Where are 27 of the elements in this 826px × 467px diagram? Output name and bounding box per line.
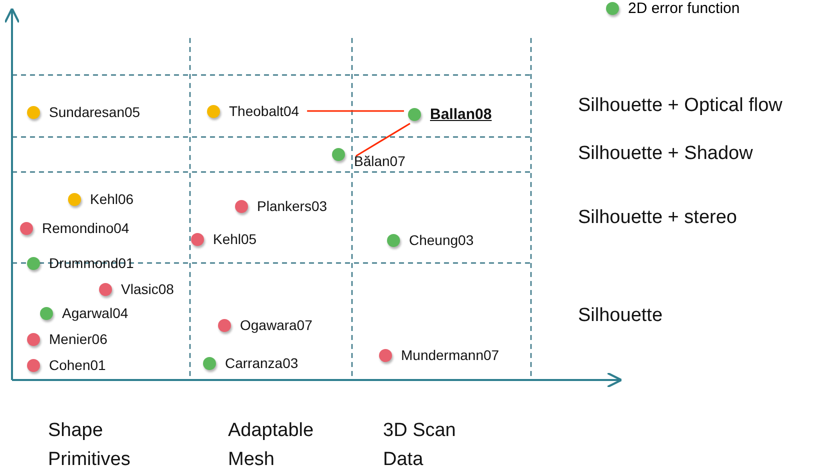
column-label: Shape Primitives [48,419,132,467]
point-label: Vlasic08 [121,281,174,297]
point-label: Agarwal04 [62,305,128,321]
point-label: Cheung03 [409,232,474,248]
legend-label: 2D error function [628,0,740,17]
connector-line [356,122,410,157]
column-label: 3D Scan Data [383,419,457,467]
row-label: Silhouette + Optical flow [578,95,782,117]
connector-line [307,110,404,112]
point-label: Kehl05 [213,231,257,247]
point-label: Mundermann07 [401,347,500,363]
point-label: Remondino04 [42,220,130,236]
point-label: Bălan07 [354,153,406,169]
point-label: Kehl06 [90,191,134,207]
row-label: Silhouette [578,305,663,327]
point-label: Sundaresan05 [49,104,140,120]
column-label: Adaptable Mesh [228,419,315,467]
point-label: Drummond01 [49,255,134,271]
row-label: Silhouette + stereo [578,207,737,229]
point-label: Cohen01 [49,357,106,373]
point-label: Menier06 [49,331,108,347]
point-label: Carranza03 [225,355,298,371]
point-label: Plankers03 [257,198,328,214]
point-label: Theobalt04 [229,103,300,119]
point-label: Ogawara07 [240,317,312,333]
point-label: Ballan08 [430,106,492,123]
row-label: Silhouette + Shadow [578,143,753,165]
